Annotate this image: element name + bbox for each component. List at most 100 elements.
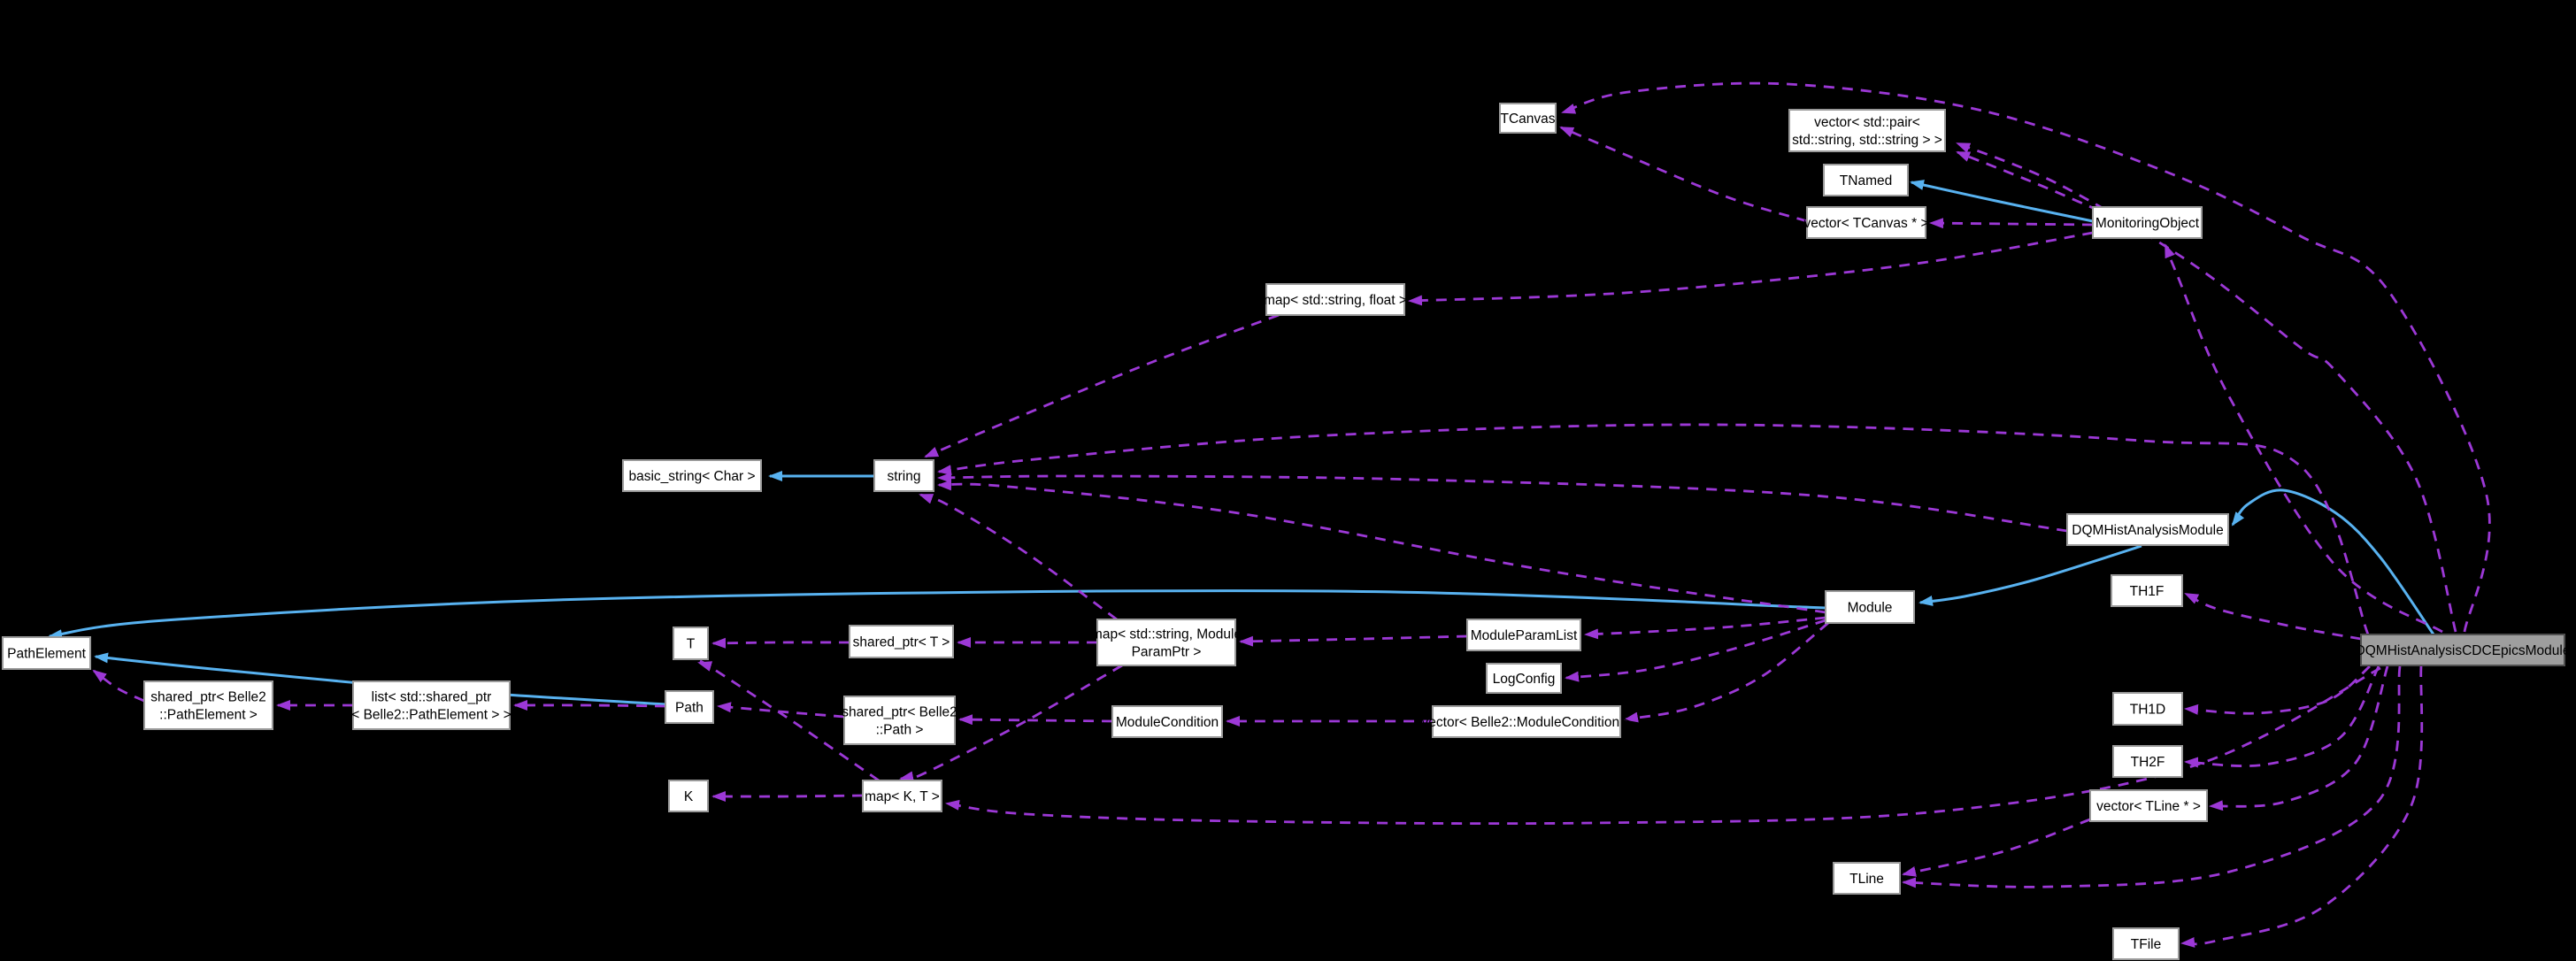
node-box-mapparamptr xyxy=(1096,619,1236,666)
edge-main-dqmmod xyxy=(2231,488,2435,635)
edges-layer xyxy=(48,81,2491,948)
node-module[interactable]: Module xyxy=(1825,590,1915,624)
nodes-layer: TCanvas vector< std::pair<std::string, st… xyxy=(2,103,2571,960)
node-box-mpl xyxy=(1466,619,1581,651)
node-vecmodcond[interactable]: vector< Belle2::ModuleCondition > xyxy=(1422,705,1632,738)
node-t[interactable]: T xyxy=(673,627,709,660)
node-mapkt[interactable]: map< K, T > xyxy=(862,780,942,812)
node-label: DQMHistAnalysisCDCEpicsModule xyxy=(2356,643,2571,658)
node-label: PathElement xyxy=(7,647,86,662)
node-label: ::Path > xyxy=(876,723,924,738)
node-sharedt[interactable]: shared_ptr< T > xyxy=(849,625,954,658)
node-label: K xyxy=(684,789,694,804)
edge-main-tfile xyxy=(2180,665,2424,948)
edge-main-th1d xyxy=(2184,665,2371,715)
node-path[interactable]: Path xyxy=(665,690,714,724)
node-label: vector< Belle2::ModuleCondition > xyxy=(1422,715,1632,730)
node-th1d[interactable]: TH1D xyxy=(2112,692,2183,726)
edge-main-vecpair xyxy=(1956,142,2457,633)
edge-main-monobj xyxy=(2164,243,2443,634)
node-pathelement[interactable]: PathElement xyxy=(2,636,91,670)
edge-mapparamptr-string xyxy=(919,493,1118,621)
node-box-sharedpath xyxy=(843,696,956,745)
edge-monobj-vecpair xyxy=(1956,150,2100,212)
node-box-pathelement xyxy=(2,636,91,670)
node-basicstring[interactable]: basic_string< Char > xyxy=(622,459,762,492)
node-vectline[interactable]: vector< TLine * > xyxy=(2089,789,2208,822)
node-box-tnamed xyxy=(1823,164,1909,196)
node-box-basicstring xyxy=(622,459,762,492)
node-vectcanvas[interactable]: vector< TCanvas * > xyxy=(1803,206,1929,239)
node-label: std::string, std::string > > xyxy=(1792,133,1942,148)
node-label: T xyxy=(687,637,696,652)
edge-path-listpe xyxy=(513,699,666,711)
node-th1f[interactable]: TH1F xyxy=(2111,574,2183,607)
node-box-vecpair xyxy=(1788,109,1946,152)
edge-main-string xyxy=(937,423,2370,635)
node-label: TH1D xyxy=(2130,703,2165,718)
node-box-module xyxy=(1825,590,1915,624)
node-box-tcanvas xyxy=(1499,103,1557,134)
node-tline[interactable]: TLine xyxy=(1833,862,1901,895)
edge-dqmmod-module xyxy=(1919,544,2142,606)
edge-module-logconfig xyxy=(1565,619,1826,682)
node-label: map< std::string, Module xyxy=(1091,627,1242,642)
edge-module-string xyxy=(937,480,1826,614)
node-tnamed[interactable]: TNamed xyxy=(1823,164,1909,196)
edge-main-tline xyxy=(1902,665,2402,888)
node-box-t xyxy=(673,627,709,660)
node-box-vecmodcond xyxy=(1432,705,1621,738)
node-label: map< std::string, float > xyxy=(1264,293,1407,308)
node-k[interactable]: K xyxy=(668,780,709,812)
node-label: list< std::shared_ptr xyxy=(372,690,492,705)
node-th2f[interactable]: TH2F xyxy=(2112,745,2183,778)
node-vecpair[interactable]: vector< std::pair<std::string, std::stri… xyxy=(1788,109,1946,152)
node-tcanvas[interactable]: TCanvas xyxy=(1499,103,1557,134)
node-sharedpath[interactable]: shared_ptr< Belle2::Path > xyxy=(842,696,957,745)
node-dqmmod[interactable]: DQMHistAnalysisModule xyxy=(2066,513,2229,546)
edge-mpl-mapparamptr xyxy=(1239,634,1468,647)
edge-monobj-vectcanvas xyxy=(1929,218,2094,229)
node-label: TLine xyxy=(1849,872,1884,887)
node-box-string xyxy=(873,459,934,492)
node-monobj[interactable]: MonitoringObject xyxy=(2092,206,2203,239)
node-label: shared_ptr< Belle2 xyxy=(150,690,266,705)
node-listpe[interactable]: list< std::shared_ptr< Belle2::PathEleme… xyxy=(351,680,511,730)
node-box-dqmmod xyxy=(2066,513,2229,546)
node-sharedpe[interactable]: shared_ptr< Belle2::PathElement > xyxy=(143,680,273,730)
node-box-listpe xyxy=(352,680,511,730)
edge-module-vecmodcond xyxy=(1624,621,1829,723)
node-box-mapfloat xyxy=(1265,283,1405,316)
node-label: TH2F xyxy=(2131,755,2165,770)
node-label: shared_ptr< Belle2 xyxy=(842,705,957,720)
node-label: vector< TCanvas * > xyxy=(1803,216,1928,231)
edge-module-mpl xyxy=(1584,616,1826,640)
node-label: ModuleCondition xyxy=(1116,715,1219,730)
node-box-logconfig xyxy=(1486,663,1562,694)
edge-main-tcanvas xyxy=(1561,81,2491,633)
node-modcond[interactable]: ModuleCondition xyxy=(1111,705,1223,738)
node-mpl[interactable]: ModuleParamList xyxy=(1466,619,1581,651)
node-logconfig[interactable]: LogConfig xyxy=(1486,663,1562,694)
node-label: ParamPtr > xyxy=(1132,645,1202,660)
node-box-vectline xyxy=(2089,789,2208,822)
node-label: ModuleParamList xyxy=(1471,628,1578,643)
node-string[interactable]: string xyxy=(873,459,934,492)
node-box-path xyxy=(665,690,714,724)
node-box-main xyxy=(2360,634,2565,666)
node-box-vectcanvas xyxy=(1806,206,1926,239)
edge-module-pathelement xyxy=(48,589,1826,641)
node-mapfloat[interactable]: map< std::string, float > xyxy=(1264,283,1407,316)
node-main[interactable]: DQMHistAnalysisCDCEpicsModule xyxy=(2356,634,2571,666)
edge-sharedt-t xyxy=(711,637,850,649)
node-box-k xyxy=(668,780,709,812)
node-tfile[interactable]: TFile xyxy=(2112,927,2180,960)
edge-main-th2f xyxy=(2184,665,2380,768)
edge-dqmmod-string xyxy=(937,472,2068,533)
node-label: TNamed xyxy=(1840,173,1892,188)
node-box-th1f xyxy=(2111,574,2183,607)
node-label: < Belle2::PathElement > > xyxy=(351,708,511,723)
